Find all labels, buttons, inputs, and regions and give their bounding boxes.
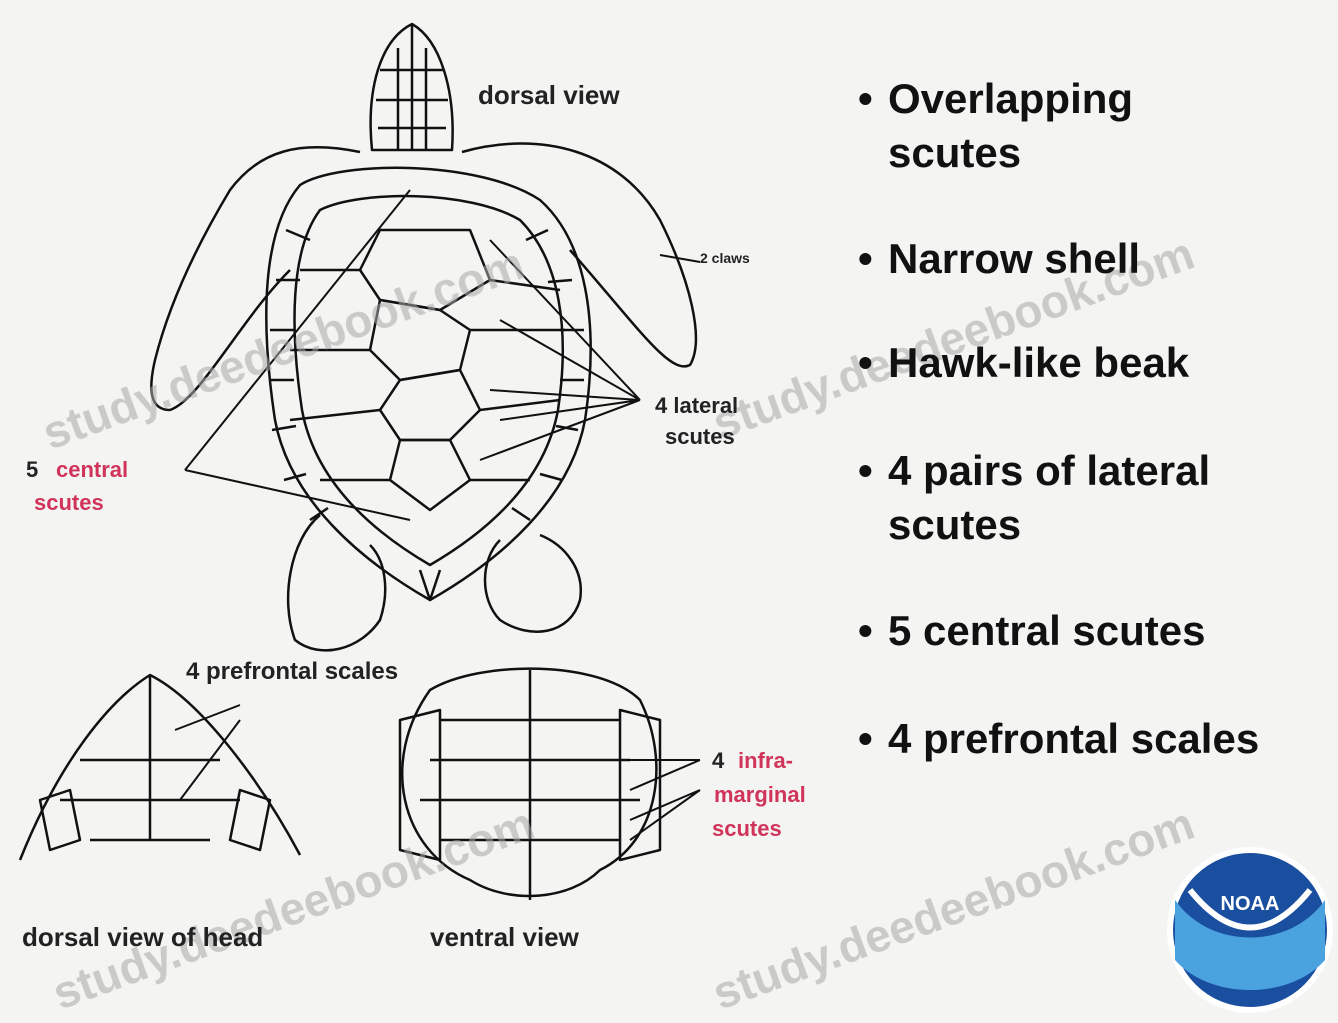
turtle-head — [371, 24, 453, 150]
label-central-scutes-number: 5 — [26, 457, 38, 483]
label-inframarginal-number: 4 — [712, 748, 724, 774]
label-central-scutes-line2: scutes — [34, 490, 104, 516]
feature-item-6-line1: 4 prefrontal scales — [888, 715, 1259, 762]
feature-item-4: •4 pairs of lateral — [858, 444, 1210, 498]
feature-item-5-line1: 5 central scutes — [888, 607, 1206, 654]
feature-item-6: •4 prefrontal scales — [858, 712, 1259, 766]
label-inframarginal-line2: marginal — [714, 782, 806, 808]
noaa-logo-text: NOAA — [1221, 893, 1280, 915]
watermark-text-1: study.deedeebook.com — [36, 237, 531, 460]
feature-item-1-line1: Overlapping — [888, 75, 1133, 122]
feature-item-1: •Overlapping — [858, 72, 1133, 126]
label-lateral-scutes-line1: 4 lateral — [655, 393, 738, 419]
label-dorsal-view-head: dorsal view of head — [22, 922, 263, 953]
label-prefrontal-scales: 4 prefrontal scales — [186, 658, 398, 686]
feature-item-1-line2: scutes — [888, 126, 1021, 180]
head-dorsal-drawing — [20, 675, 300, 860]
label-claws: 2 claws — [700, 250, 750, 266]
feature-item-4-line1: 4 pairs of lateral — [888, 447, 1210, 494]
feature-item-3: •Hawk-like beak — [858, 336, 1189, 390]
label-lateral-scutes-line2: scutes — [665, 424, 735, 450]
claws-pointer — [660, 255, 700, 262]
feature-item-4-line2: scutes — [888, 498, 1021, 552]
rear-flipper-right — [485, 535, 581, 632]
label-ventral-view: ventral view — [430, 922, 579, 953]
feature-item-3-line1: Hawk-like beak — [888, 339, 1189, 386]
feature-item-2: •Narrow shell — [858, 232, 1140, 286]
feature-item-5: •5 central scutes — [858, 604, 1206, 658]
noaa-logo: NOAA — [1170, 850, 1330, 1010]
feature-item-2-line1: Narrow shell — [888, 235, 1140, 282]
label-inframarginal-line1: infra- — [738, 748, 793, 774]
rear-flipper-left — [288, 515, 385, 650]
label-dorsal-view: dorsal view — [478, 80, 620, 111]
label-inframarginal-line3: scutes — [712, 816, 782, 842]
watermark-text-3: study.deedeebook.com — [46, 797, 541, 1018]
label-central-scutes-word: central — [56, 457, 128, 483]
